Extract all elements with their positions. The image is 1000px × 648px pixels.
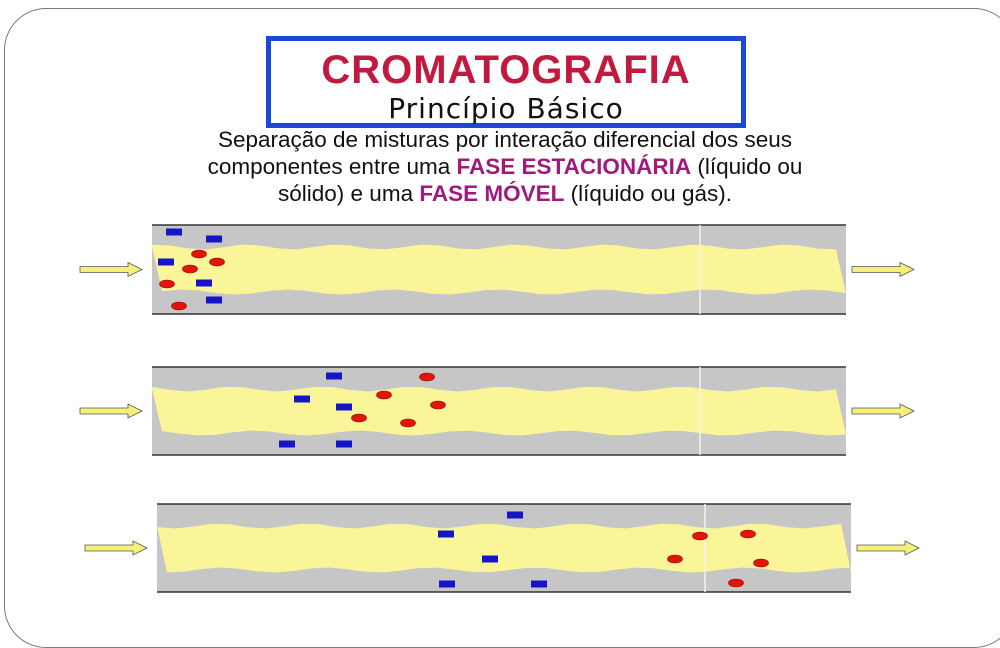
red-circle-component <box>692 531 708 541</box>
blue-square-component <box>206 235 222 243</box>
mobile-phase-intermediate <box>152 386 846 436</box>
blue-square-component <box>531 580 547 588</box>
blue-square-component <box>326 372 342 380</box>
blue-square-component <box>482 555 498 563</box>
description-text: (líquido ou gás). <box>564 181 732 206</box>
blue-square-component <box>166 228 182 236</box>
flow-out-arrow-icon <box>856 540 920 556</box>
red-circle-component <box>159 279 175 289</box>
blue-square-component <box>158 258 174 266</box>
chromatography-diagram <box>79 224 920 593</box>
description-line-1: Separação de misturas por interação dife… <box>217 127 793 152</box>
red-circle-component <box>728 578 744 588</box>
mobile-phase-initial <box>152 244 846 295</box>
blue-square-component <box>294 395 310 403</box>
red-circle-component <box>191 249 207 259</box>
page-subtitle: Princípio Básico <box>388 92 624 125</box>
stationary-phase-term: FASE ESTACIONÁRIA <box>456 154 692 179</box>
description-line-2: componentes entre uma FASE ESTACIONÁRIA … <box>110 153 900 180</box>
blue-square-component <box>507 511 523 519</box>
flow-in-arrow-icon <box>84 540 148 556</box>
flow-out-arrow-icon <box>851 403 915 419</box>
red-circle-component <box>740 529 756 539</box>
red-circle-component <box>400 418 416 428</box>
blue-square-component <box>439 580 455 588</box>
description-text: componentes entre uma <box>207 154 457 179</box>
blue-square-component <box>196 279 212 287</box>
flow-out-arrow-icon <box>851 261 915 278</box>
flow-in-arrow-icon <box>79 403 143 419</box>
mobile-phase-term: FASE MÓVEL <box>419 181 565 206</box>
red-circle-component <box>209 257 225 267</box>
blue-square-component <box>279 440 295 448</box>
red-circle-component <box>667 554 683 564</box>
red-circle-component <box>753 558 769 568</box>
red-circle-component <box>171 301 187 311</box>
blue-square-component <box>438 530 454 538</box>
red-circle-component <box>351 413 367 423</box>
red-circle-component <box>376 390 392 400</box>
red-circle-component <box>182 264 198 274</box>
red-circle-component <box>419 372 435 382</box>
description-text: (líquido ou <box>691 154 803 179</box>
title-box: CROMATOGRAFIA Princípio Básico <box>266 36 746 128</box>
page-title: CROMATOGRAFIA <box>321 48 691 92</box>
flow-in-arrow-icon <box>79 261 143 278</box>
description-line-3: sólido) e uma FASE MÓVEL (líquido ou gás… <box>110 180 900 207</box>
blue-square-component <box>336 403 352 411</box>
blue-square-component <box>206 296 222 304</box>
blue-square-component <box>336 440 352 448</box>
description-text: sólido) e uma <box>278 181 420 206</box>
description: Separação de misturas por interação dife… <box>110 126 900 207</box>
red-circle-component <box>430 400 446 410</box>
